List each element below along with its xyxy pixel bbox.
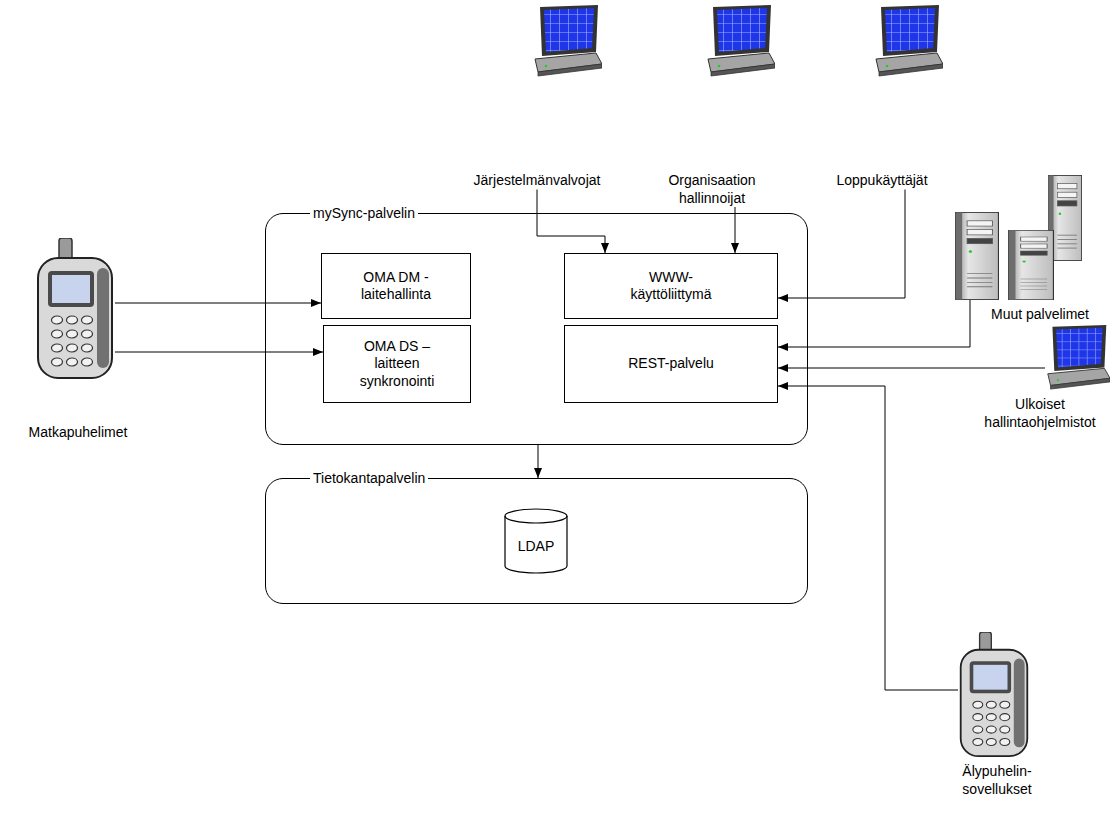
icon-caption: Matkapuhelimet [29, 424, 128, 442]
box-label: WWW- käyttöliittymä [611, 269, 731, 304]
phone-icon [961, 632, 1028, 756]
server-group: mySync-palvelinOMA DM - laitehallintaWWW… [265, 213, 808, 445]
database-cylinder: LDAP [504, 508, 568, 574]
phone-icon [38, 238, 112, 378]
group-heading: mySync-palvelin [310, 205, 418, 221]
laptop-node: Järjestelmänvalvojat [474, 5, 602, 190]
process-box: OMA DS – laitteen synkronointi [323, 325, 471, 403]
connector-arrow [115, 352, 323, 353]
cylinder-body [505, 509, 567, 573]
laptop-icon [1048, 325, 1110, 389]
connector-arrow [537, 190, 605, 254]
laptop-node: Ulkoiset hallintaohjelmistot [1045, 325, 1110, 390]
laptop-node: Loppukäyttäjät [836, 5, 943, 190]
icon-caption: Ulkoiset hallintaohjelmistot [975, 396, 1105, 431]
server-node: Muut palvelimet [950, 175, 1085, 300]
icon-caption: Muut palvelimet [991, 306, 1089, 324]
group-heading: Tietokantapalvelin [310, 470, 428, 486]
server-icon [956, 212, 999, 299]
process-box: REST-palvelu [564, 325, 778, 403]
laptop-node: Organisaation hallinnoijat [657, 5, 775, 207]
phone-node: Matkapuhelimet [35, 238, 115, 380]
server-group: TietokantapalvelinLDAP [265, 478, 808, 604]
laptop-icon [876, 5, 943, 76]
server-icon [1009, 230, 1054, 299]
icon-caption: Älypuhelin- sovellukset [950, 763, 1045, 798]
connector-arrow [115, 303, 321, 304]
icon-caption: Organisaation hallinnoijat [657, 172, 767, 207]
cylinder-rim [505, 516, 567, 523]
phone-node: Älypuhelin- sovellukset [958, 632, 1030, 758]
box-label: REST-palvelu [628, 355, 714, 373]
connector-arrow [778, 368, 1045, 369]
laptop-icon [535, 5, 602, 76]
process-box: OMA DM - laitehallinta [321, 253, 471, 319]
connector-arrow [778, 300, 970, 347]
connector-arrow [538, 445, 539, 478]
icon-caption: Loppukäyttäjät [836, 172, 927, 190]
connector-arrow [778, 190, 905, 299]
laptop-icon [708, 5, 775, 76]
box-label: OMA DS – laitteen synkronointi [347, 338, 447, 391]
process-box: WWW- käyttöliittymä [564, 253, 778, 319]
icon-caption: Järjestelmänvalvojat [474, 172, 601, 190]
box-label: OMA DM - laitehallinta [341, 269, 451, 304]
connector-arrow [778, 386, 958, 690]
box-label: LDAP [518, 538, 555, 556]
